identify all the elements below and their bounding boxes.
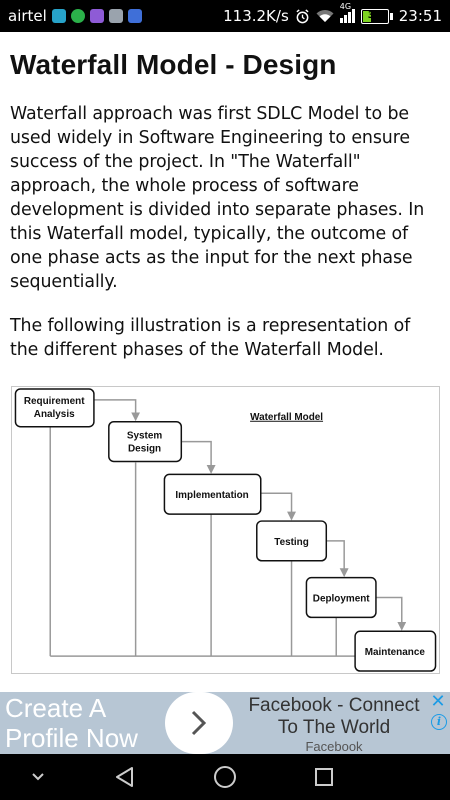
illustration-caption: The following illustration is a represen… — [10, 316, 411, 360]
recents-icon — [315, 768, 333, 786]
ad-title: Facebook - Connect To The World — [248, 695, 420, 738]
deployment-label: Deployment — [313, 594, 370, 605]
gallery-icon — [89, 9, 104, 23]
ad-headline-line-1: Create A — [5, 693, 107, 723]
maintenance-label: Maintenance — [365, 647, 426, 658]
clock: 23:51 — [398, 7, 442, 25]
home-button[interactable] — [195, 754, 255, 800]
wifi-icon — [316, 9, 334, 22]
alarm-icon — [296, 8, 309, 23]
home-icon — [214, 766, 236, 788]
testing-label: Testing — [274, 537, 309, 548]
chevron-right-icon — [191, 710, 207, 736]
diagram-title: Waterfall Model — [250, 412, 323, 423]
system-design-label-2: Design — [128, 444, 161, 455]
battery-level: 33 — [367, 9, 382, 21]
ad-open-button[interactable] — [165, 692, 233, 754]
intro-paragraph: Waterfall approach was first SDLC Model … — [10, 104, 425, 292]
close-icon[interactable]: ✕ — [430, 691, 446, 712]
files-icon — [108, 9, 123, 23]
google-icon — [127, 9, 142, 23]
waterfall-diagram-svg: Requirement Analysis System Design Imple… — [14, 388, 437, 672]
ad-headline[interactable]: Create A Profile Now — [5, 693, 138, 753]
ad-banner[interactable]: Create A Profile Now Facebook - Connect … — [0, 692, 450, 754]
requirement-label-2: Analysis — [34, 409, 75, 420]
page-title: Waterfall Model - Design — [10, 49, 337, 80]
battery-icon: 33 — [360, 8, 393, 24]
implementation-label: Implementation — [175, 490, 248, 501]
phase-testing-box — [256, 520, 328, 562]
ad-headline-line-2: Profile Now — [5, 723, 138, 753]
message-icon — [51, 9, 66, 23]
chevron-down-icon — [32, 773, 44, 781]
phase-implementation-box — [163, 473, 262, 515]
phase-deployment-box — [305, 576, 377, 619]
back-icon — [116, 767, 133, 787]
phase-system-design-box — [108, 421, 183, 463]
info-icon[interactable]: i — [431, 714, 447, 730]
ad-details[interactable]: Facebook - Connect To The World Facebook — [240, 695, 428, 755]
ad-source: Facebook — [305, 739, 363, 754]
navigation-bar — [0, 754, 450, 800]
signal-icon: 4G — [339, 2, 355, 23]
status-bar: airtel 113.2K/s 4G 33 23:51 — [0, 0, 450, 32]
article: Waterfall Model - Design Waterfall appro… — [10, 32, 440, 362]
requirement-label-1: Requirement — [24, 396, 85, 407]
back-button[interactable] — [95, 754, 155, 800]
phase-requirement-box — [14, 388, 95, 428]
collapse-button[interactable] — [8, 754, 68, 800]
carrier-name: airtel — [8, 7, 47, 25]
waterfall-diagram: Requirement Analysis System Design Imple… — [11, 386, 440, 674]
system-design-label-1: System — [127, 431, 162, 442]
network-speed: 113.2K/s — [223, 7, 289, 25]
recents-button[interactable] — [294, 754, 354, 800]
phase-maintenance-box — [354, 630, 437, 672]
whatsapp-icon — [70, 9, 85, 23]
